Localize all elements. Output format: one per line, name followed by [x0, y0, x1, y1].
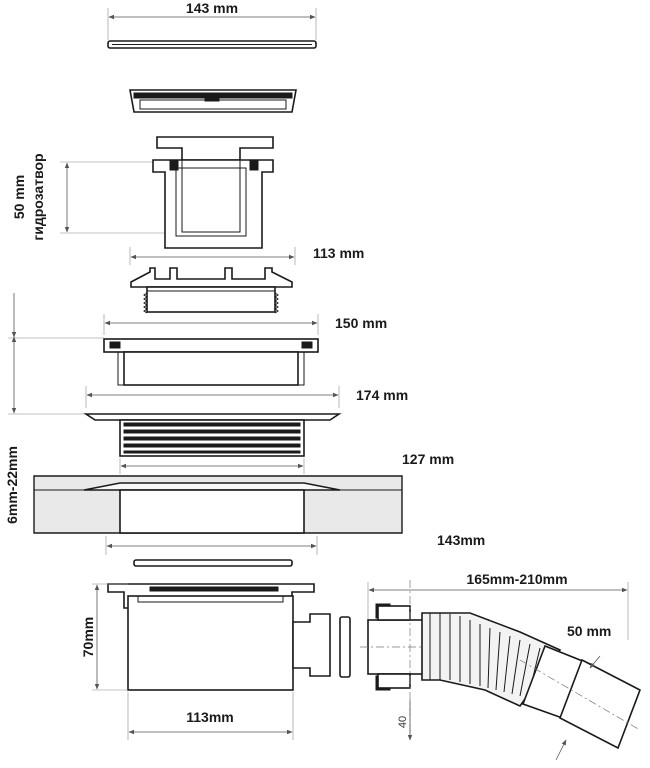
ring-width-label: 113 mm: [313, 245, 364, 261]
base-dimension: 127 mm: [119, 451, 454, 474]
body-width-label: 113mm: [186, 709, 233, 725]
hose-length-label: 165mm-210mm: [466, 571, 567, 587]
hose-outlet-dimension: 50 mm: [555, 623, 611, 761]
water-seal-dimension: 50 mm гидрозатвор: [11, 153, 178, 241]
body-height-dimension: 70mm: [80, 583, 128, 691]
grate-frame: [129, 89, 297, 113]
base-width-label: 127 mm: [402, 451, 454, 467]
drain-body: [107, 559, 351, 691]
clamp-ring: [130, 267, 293, 314]
water-seal-trap: [152, 136, 274, 249]
outer-flange-width-label: 174 mm: [356, 387, 408, 403]
shower-tray-base: [33, 475, 403, 534]
tile-range-dimension: 6mm-22mm: [4, 293, 104, 524]
body-flange-dimension: 143mm: [105, 532, 485, 555]
flange-width-label: 150 mm: [335, 315, 387, 331]
hose-outlet-label: 50 mm: [567, 623, 611, 639]
water-seal-depth-label: 50 mm: [11, 175, 27, 219]
body-width-dimension: 113mm: [127, 692, 294, 740]
body-height-label: 70mm: [80, 617, 96, 657]
water-seal-label: гидрозатвор: [30, 153, 46, 240]
top-grate: [107, 40, 317, 49]
outlet-height-dimension: 40: [397, 700, 413, 741]
outer-flange: [83, 413, 342, 457]
flexible-hose: [360, 580, 642, 750]
grate-dimension: 143 mm: [107, 0, 317, 40]
inner-flange: [103, 338, 319, 386]
ring-dimension: 113 mm: [129, 245, 364, 265]
grate-width-label: 143 mm: [186, 0, 238, 16]
tile-range-label: 6mm-22mm: [4, 446, 20, 524]
flange-dimension: 150 mm: [103, 314, 387, 335]
outlet-height-label: 40: [397, 716, 409, 728]
outer-flange-dimension: 174 mm: [85, 386, 408, 408]
body-flange-width-label: 143mm: [437, 532, 485, 548]
hose-length-dimension: 165mm-210mm: [367, 571, 629, 640]
